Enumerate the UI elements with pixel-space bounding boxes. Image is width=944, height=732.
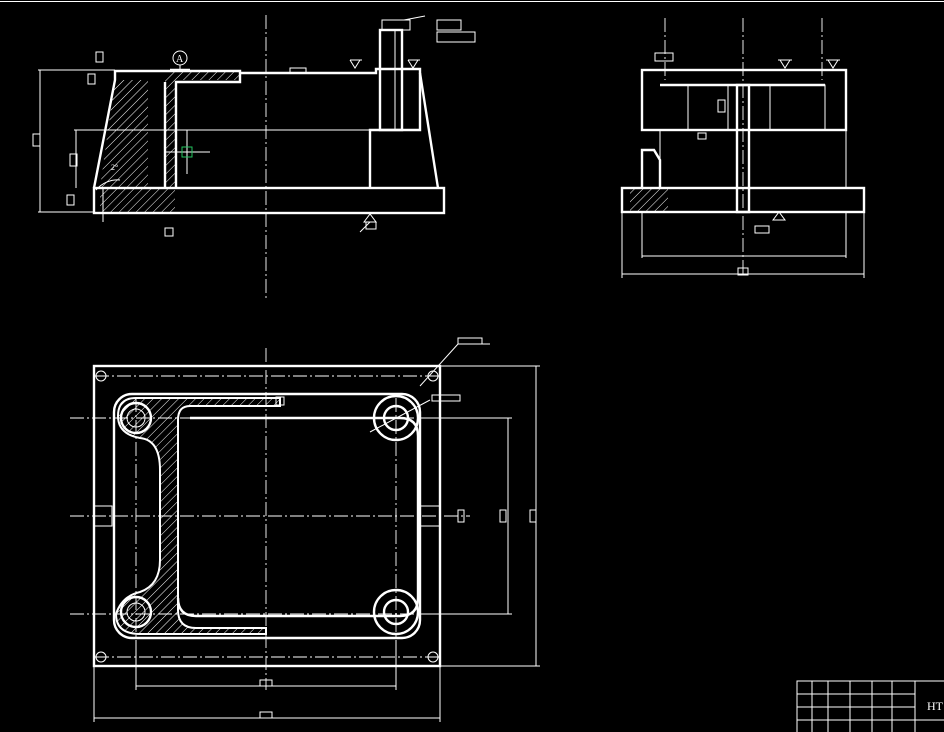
feature-frame-2 <box>436 31 476 43</box>
side-pocket-right <box>769 84 826 131</box>
plan-inner-frame <box>176 416 420 618</box>
angle-label: 2° <box>111 163 118 172</box>
side-roughness-1 <box>778 59 792 69</box>
side-dim-text <box>717 99 726 113</box>
section-hatch-top <box>165 70 240 80</box>
plan-label-2 <box>431 394 461 402</box>
dim-text-5 <box>87 73 96 85</box>
side-roughness-2 <box>826 59 840 69</box>
plan-dim-text-5 <box>259 711 273 719</box>
plan-left-notch <box>93 505 113 527</box>
title-block-text: HT <box>927 699 944 713</box>
dim-text-1 <box>32 133 41 147</box>
front-view: 2° A <box>32 15 476 298</box>
plan-leader-2 <box>369 399 431 433</box>
side-pocket-left <box>687 84 729 131</box>
post-cap <box>381 19 411 31</box>
angle-arc <box>95 179 121 191</box>
roughness-symbol-1 <box>349 59 362 69</box>
side-top-label <box>654 52 674 62</box>
plan-holes <box>95 370 439 663</box>
front-left-section <box>92 69 242 189</box>
section-hatch-rib <box>165 80 175 188</box>
side-dim-text-2 <box>697 132 707 140</box>
section-hatch <box>100 80 148 188</box>
cursor-crosshair <box>165 130 210 174</box>
guide-post <box>378 28 404 132</box>
side-view <box>620 18 866 278</box>
c-section-hatch <box>114 397 281 635</box>
side-dim-text-3 <box>754 225 770 234</box>
side-roughness-3 <box>772 211 786 221</box>
plan-label-3 <box>275 396 285 406</box>
title-block: HT <box>796 680 944 732</box>
plan-view <box>70 337 540 722</box>
section-hatch-base <box>100 188 175 213</box>
roughness-symbol-3 <box>363 213 377 223</box>
dim-text-6 <box>164 227 174 237</box>
front-right-draft <box>418 72 440 189</box>
side-center-post <box>735 83 751 214</box>
roughness-text <box>365 221 377 230</box>
side-upper-block <box>640 68 848 132</box>
dim-text-4 <box>95 51 104 63</box>
roughness-symbol-2 <box>407 59 420 69</box>
plan-dim-text-3 <box>457 509 465 523</box>
side-dim-text-4 <box>737 267 749 276</box>
plan-leader-1 <box>419 343 459 387</box>
side-left-clamp <box>640 148 662 188</box>
roughness-leader <box>359 221 371 233</box>
datum-label: A <box>176 54 184 65</box>
plan-dim-text-2 <box>499 509 507 523</box>
leader-line <box>403 15 426 21</box>
dim-text-3 <box>66 194 75 206</box>
plan-dim-text-1 <box>529 509 537 523</box>
side-hatch <box>630 188 668 212</box>
plan-dim-text-4 <box>259 679 273 687</box>
front-top-edge <box>240 67 422 188</box>
top-slot <box>289 67 307 74</box>
feature-frame-1 <box>436 19 462 31</box>
dim-text-2 <box>69 153 78 167</box>
plan-right-notch <box>419 505 441 527</box>
plan-label-1 <box>457 337 483 345</box>
front-base-plate <box>92 186 446 215</box>
